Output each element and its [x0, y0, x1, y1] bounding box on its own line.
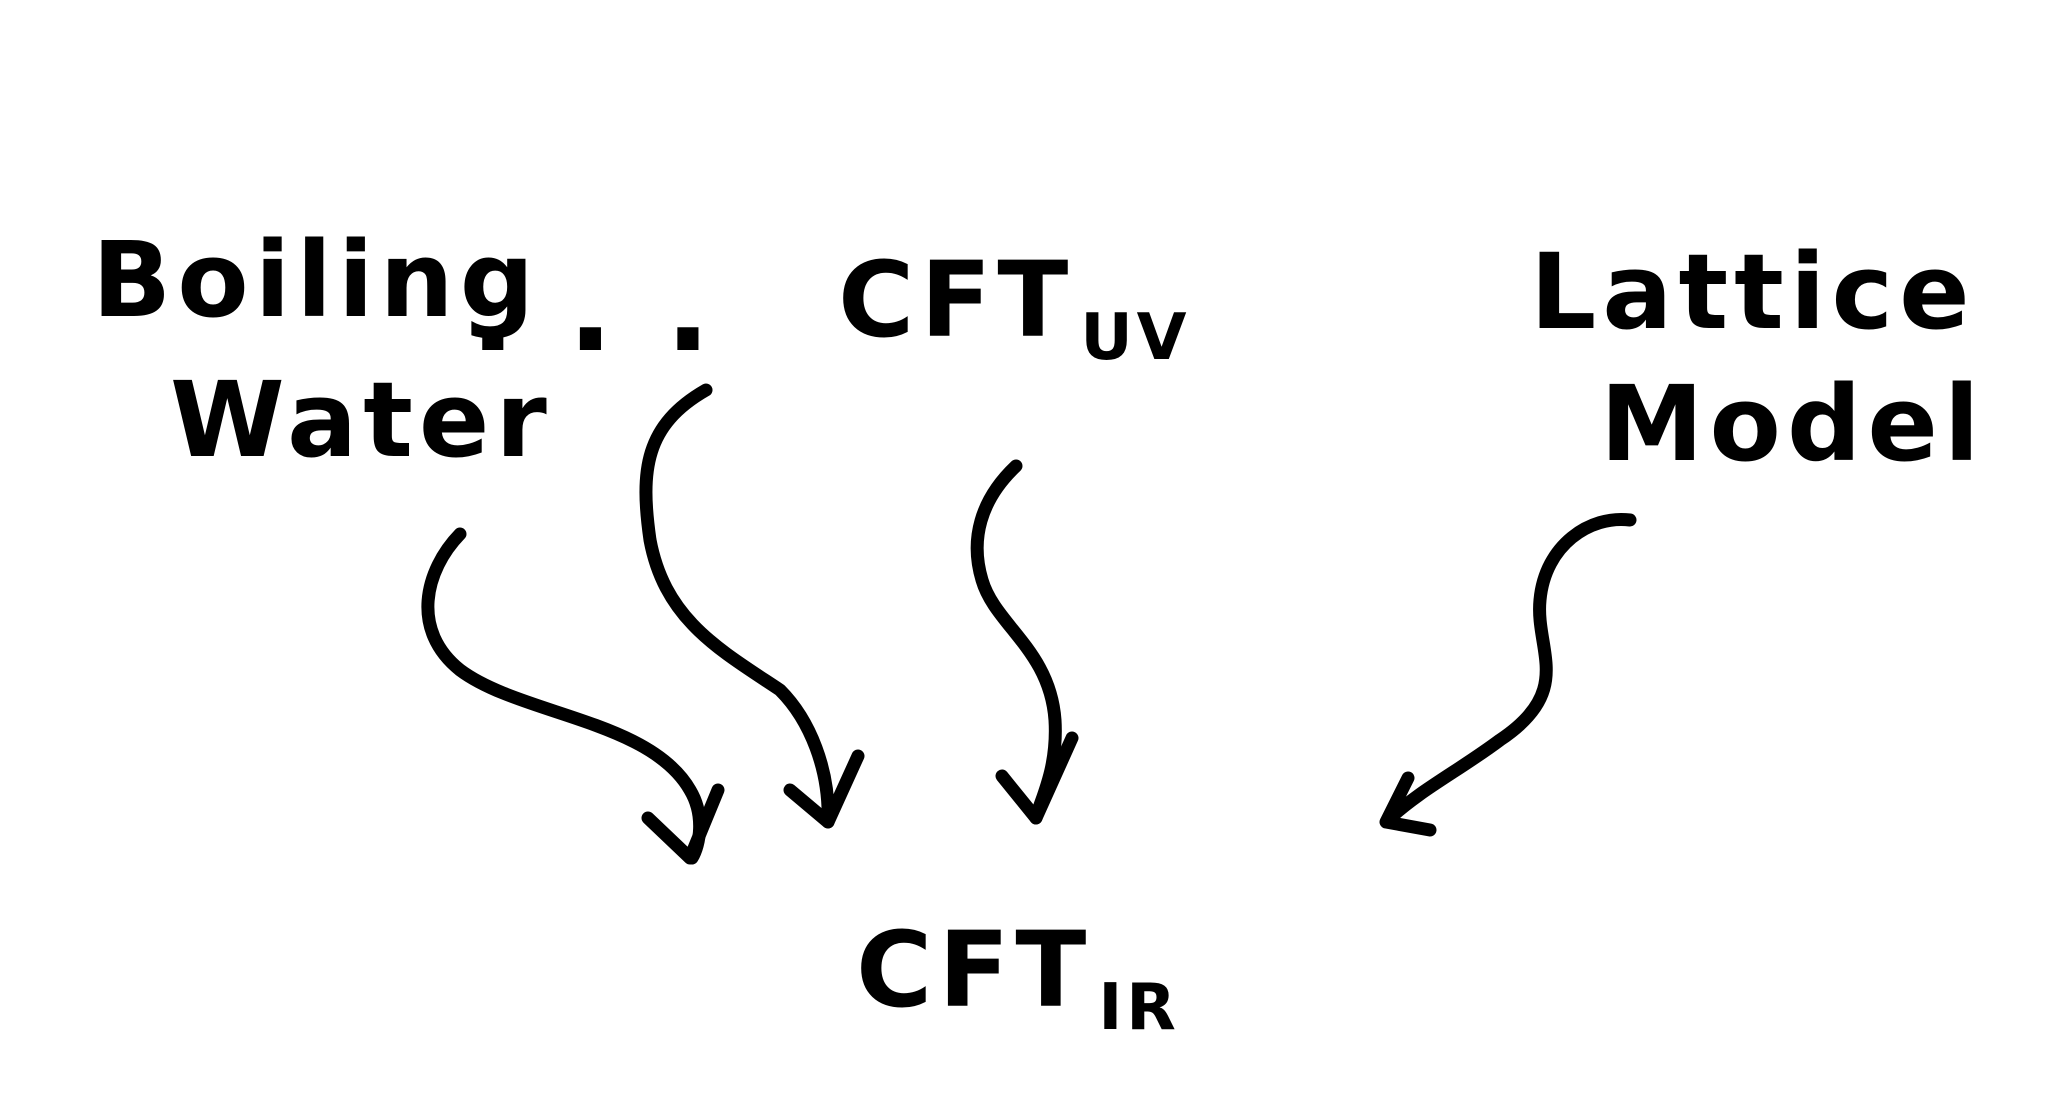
edge-lattice-model-to-cft-ir — [1379, 512, 1637, 837]
node-boiling-label: Boiling — [92, 219, 541, 341]
arrow-lattice-model-head — [1379, 771, 1437, 837]
arrow-ellipsis-shaft — [639, 383, 835, 829]
edge-boiling-water-to-cft-ir — [421, 527, 725, 865]
arrow-boiling-water-shaft — [421, 527, 707, 865]
arrow-lattice-model-shaft — [1381, 512, 1637, 827]
arrow-boiling-water-head — [641, 783, 725, 865]
arrow-ellipsis-head — [783, 749, 865, 829]
edge-ellipsis-to-cft-ir — [639, 383, 865, 829]
node-cft-ir: CFTIR — [856, 918, 1180, 1039]
node-lattice-label: Lattice — [1530, 231, 1976, 353]
edge-cft-uv-to-cft-ir — [970, 459, 1079, 825]
node-cft-ir-sub: IR — [1098, 969, 1180, 1045]
node-ellipsis: ... — [470, 240, 763, 379]
node-cft-ir-main: CFT — [856, 909, 1093, 1031]
arrow-cft-uv-head — [995, 731, 1079, 825]
node-water-label: Water — [170, 359, 553, 481]
arrow-cft-uv-shaft — [970, 459, 1062, 825]
node-cft-uv: CFTUV — [838, 248, 1191, 369]
node-model-label: Model — [1600, 363, 1986, 485]
node-cft-uv-main: CFT — [838, 239, 1075, 361]
node-cft-uv-sub: UV — [1080, 299, 1191, 375]
